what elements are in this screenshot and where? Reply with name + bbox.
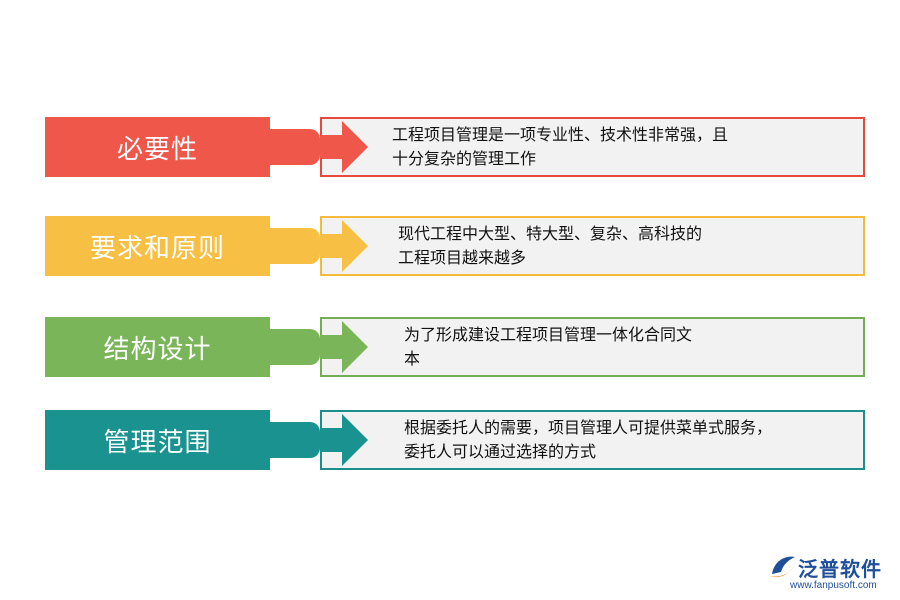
logo-url: www.fanpusoft.com xyxy=(790,580,877,591)
connector xyxy=(270,329,320,365)
row-label: 管理范围 xyxy=(45,410,270,470)
connector xyxy=(270,129,320,165)
row-necessity: 必要性 工程项目管理是一项专业性、技术性非常强，且 十分复杂的管理工作 xyxy=(0,117,900,179)
connector xyxy=(270,228,320,264)
description-line: 工程项目管理是一项专业性、技术性非常强，且 xyxy=(392,125,729,144)
description-line: 本 xyxy=(404,349,421,368)
arrow-icon xyxy=(320,321,368,373)
description-text: 现代工程中大型、特大型、复杂、高科技的 工程项目越来越多 xyxy=(398,222,868,270)
row-structure-design: 结构设计 为了形成建设工程项目管理一体化合同文 本 xyxy=(0,317,900,379)
arrow-icon xyxy=(320,220,368,272)
arrow-icon xyxy=(320,121,368,173)
row-requirements-principles: 要求和原则 现代工程中大型、特大型、复杂、高科技的 工程项目越来越多 xyxy=(0,216,900,278)
logo-name: 泛普软件 xyxy=(798,557,882,581)
description-text: 工程项目管理是一项专业性、技术性非常强，且 十分复杂的管理工作 xyxy=(392,123,862,171)
arrow-icon xyxy=(320,414,368,466)
description-box xyxy=(320,117,865,177)
row-management-scope: 管理范围 根据委托人的需要，项目管理人可提供菜单式服务， 委托人可以通过选择的方… xyxy=(0,410,900,472)
description-line: 根据委托人的需要，项目管理人可提供菜单式服务， xyxy=(404,418,773,437)
description-line: 为了形成建设工程项目管理一体化合同文 xyxy=(404,325,693,344)
row-label: 结构设计 xyxy=(45,317,270,377)
description-line: 委托人可以通过选择的方式 xyxy=(404,442,597,461)
description-box xyxy=(320,317,865,377)
description-text: 根据委托人的需要，项目管理人可提供菜单式服务， 委托人可以通过选择的方式 xyxy=(404,416,874,464)
description-line: 工程项目越来越多 xyxy=(398,248,527,267)
row-label: 必要性 xyxy=(45,117,270,177)
description-line: 十分复杂的管理工作 xyxy=(392,149,537,168)
description-line: 现代工程中大型、特大型、复杂、高科技的 xyxy=(398,224,703,243)
connector xyxy=(270,422,320,458)
description-text: 为了形成建设工程项目管理一体化合同文 本 xyxy=(404,323,874,371)
logo-mark-icon xyxy=(770,556,795,578)
row-label: 要求和原则 xyxy=(45,216,270,276)
description-box xyxy=(320,410,865,470)
brand-logo: 泛普软件 www.fanpusoft.com xyxy=(768,552,898,598)
